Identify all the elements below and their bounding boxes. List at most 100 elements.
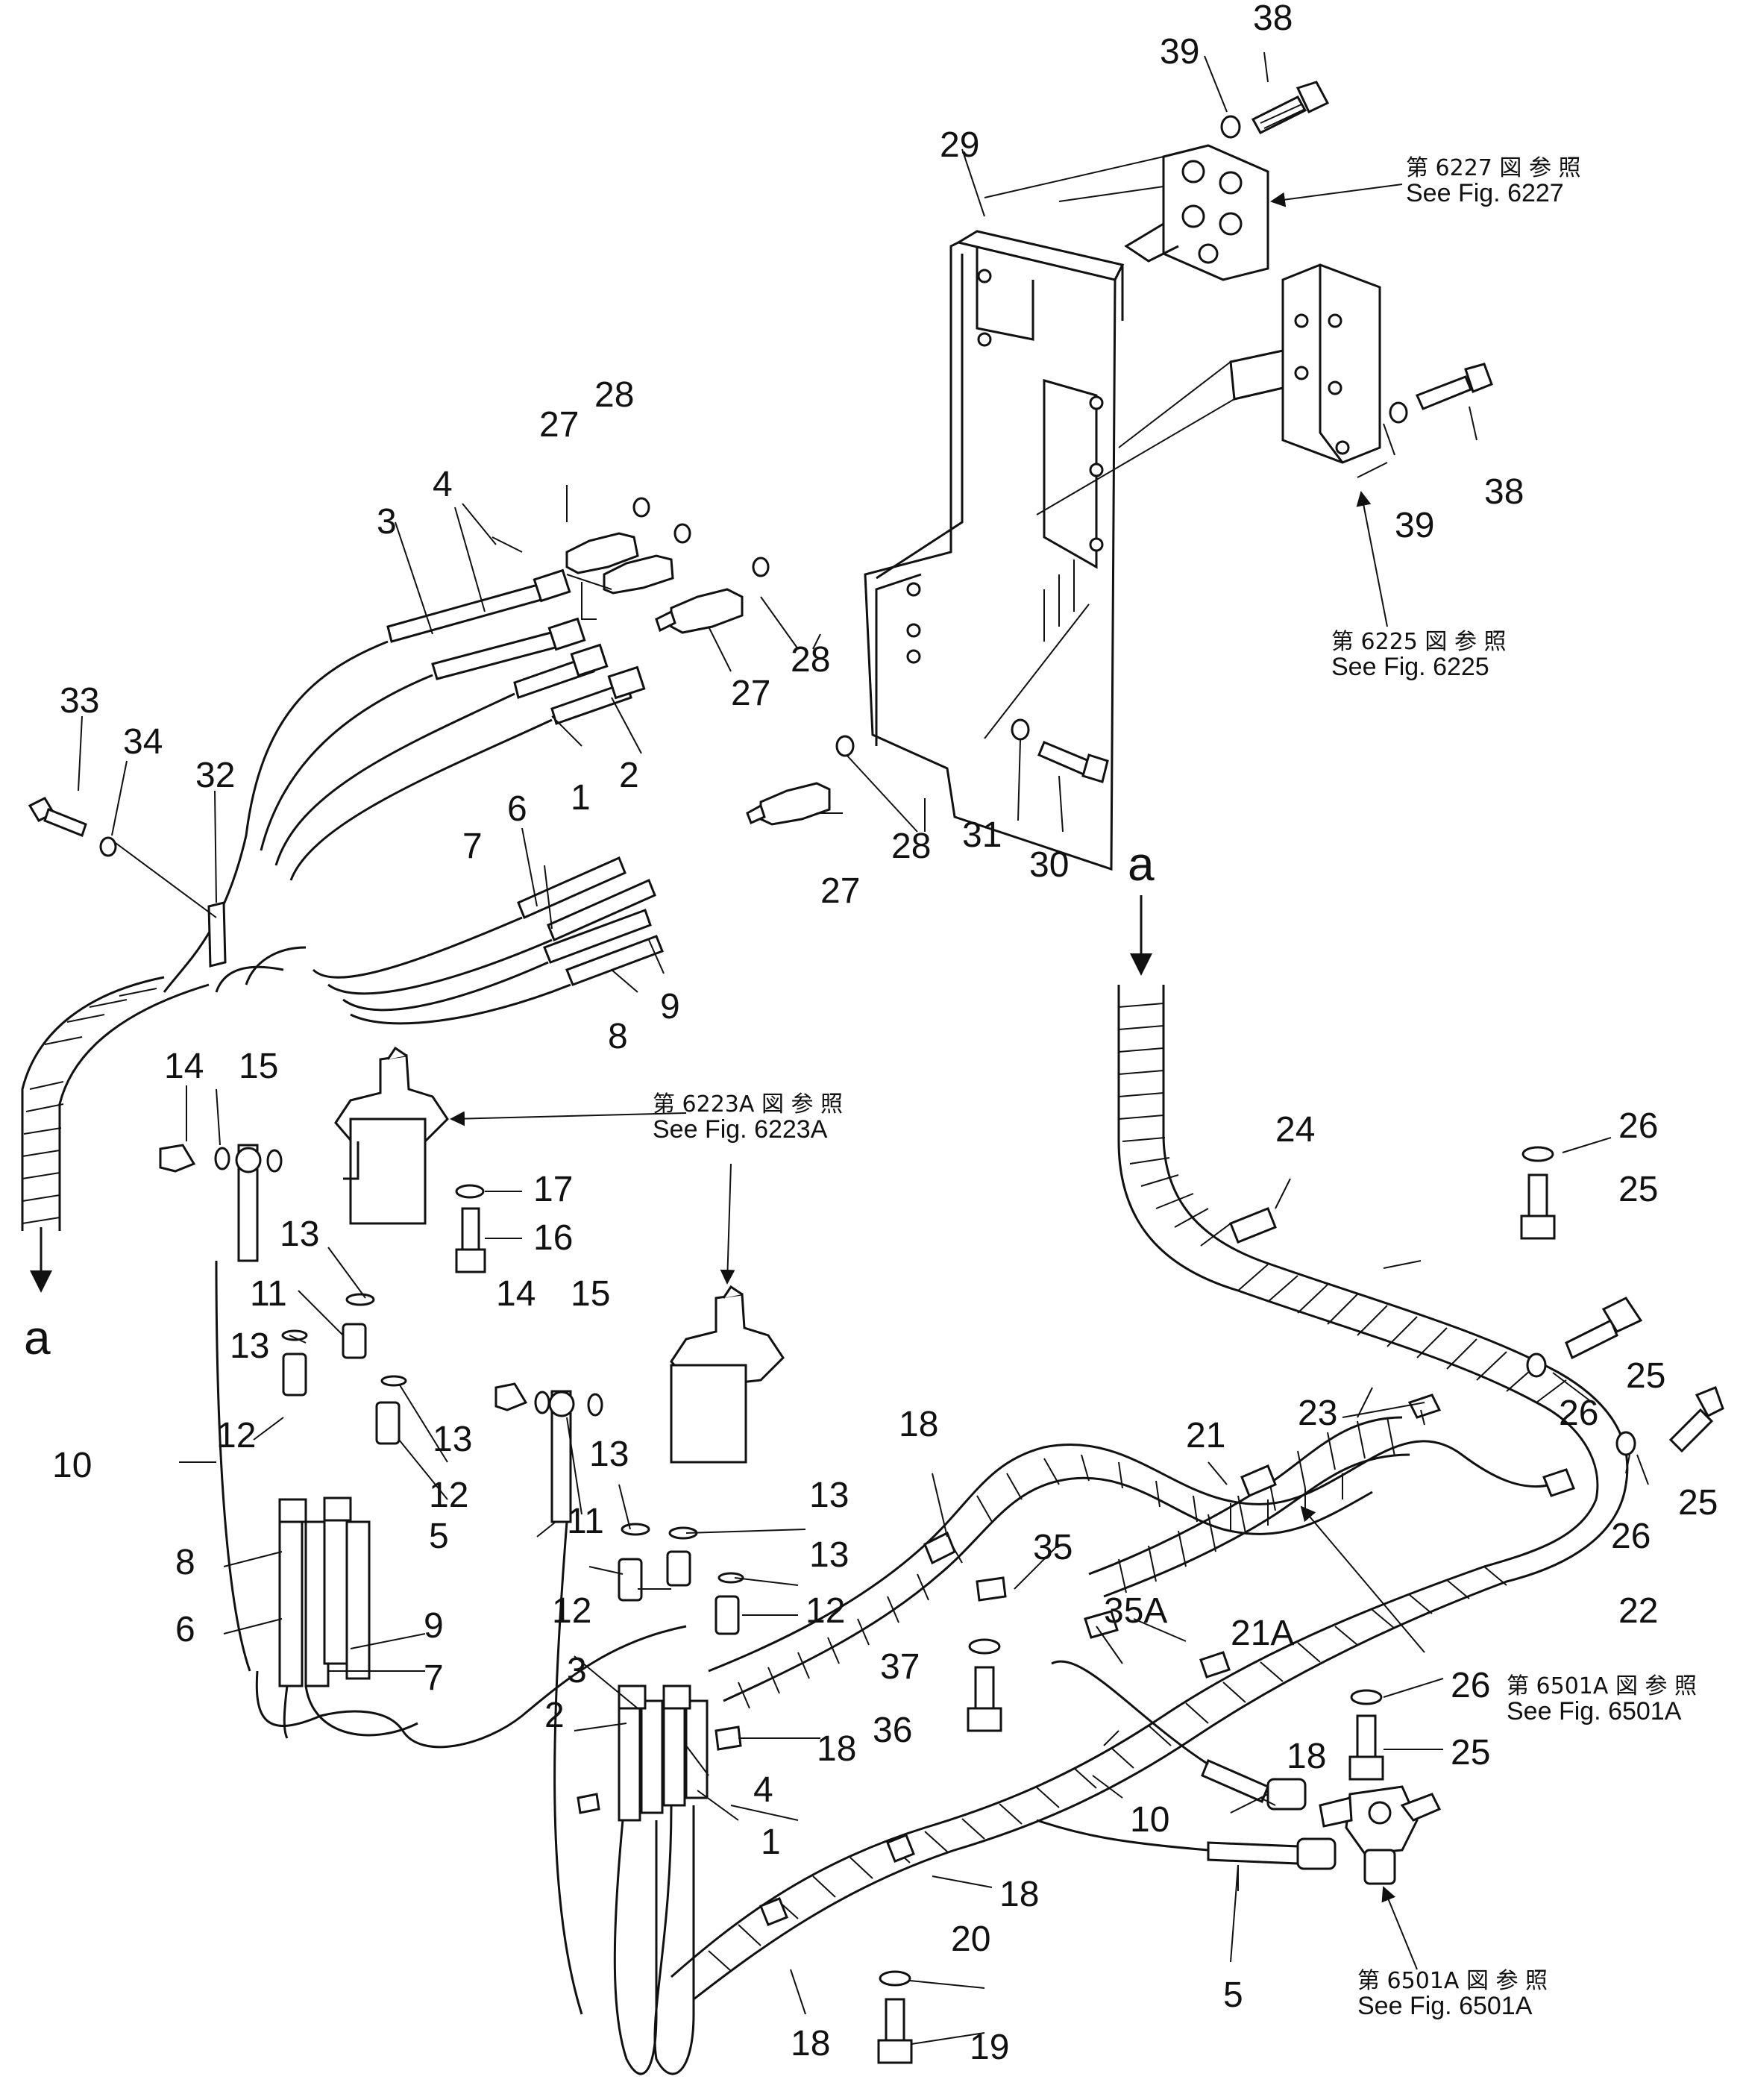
label-28-c: 28 [891,827,931,866]
label-12-d: 12 [805,1591,845,1631]
label-9-left: 9 [424,1606,444,1646]
label-13-d: 13 [589,1435,629,1474]
label-22: 22 [1618,1591,1658,1631]
label-2-mid: 2 [544,1696,565,1735]
label-15-left: 15 [239,1047,278,1086]
label-18-b: 18 [899,1405,938,1444]
label-35A: 35A [1104,1591,1167,1631]
elbows-left [281,1293,407,1445]
label-13-b: 13 [230,1326,269,1366]
label-a-left: a [24,1311,51,1364]
washer-20 [879,1970,911,1987]
hose-ends-6-9 [517,856,664,986]
label-10-mid: 10 [1130,1800,1169,1840]
label-9-top: 9 [660,987,680,1027]
label-31: 31 [962,815,1002,855]
washer-37 [968,1638,1001,1655]
ref-6501a-mid-jp: 第 6501A 図 参 照 [1507,1673,1697,1699]
ref-6501a-bottom-en: See Fig. 6501A [1357,1992,1533,2020]
label-18-a: 18 [817,1729,856,1769]
label-27-a: 27 [539,405,579,445]
label-33: 33 [60,681,99,721]
washer-26-a [1521,1146,1554,1162]
label-24: 24 [1275,1110,1315,1150]
ppc-valve-left [334,1046,449,1225]
label-18-c: 18 [1287,1737,1326,1776]
o-ring-28-a [632,497,650,518]
label-13-a: 13 [280,1214,319,1254]
label-23: 23 [1298,1394,1337,1433]
label-26-d: 26 [1451,1666,1490,1705]
label-7-top: 7 [462,827,483,866]
right-wrapped-harness [670,985,1629,2001]
label-13-f: 13 [809,1535,849,1575]
label-20: 20 [951,1919,990,1959]
label-27-b: 27 [731,674,770,713]
label-16: 16 [533,1218,573,1258]
label-12-b: 12 [429,1476,468,1515]
ppc-valve-mid [670,1285,785,1464]
label-8-top: 8 [608,1017,628,1056]
label-6-top: 6 [507,789,527,829]
bolt-38-top [1251,81,1330,134]
washer-39-top [1220,115,1241,139]
label-13-e: 13 [809,1476,849,1515]
label-12-c: 12 [552,1591,591,1631]
label-36: 36 [873,1711,912,1750]
label-39-top: 39 [1160,32,1199,72]
ref-6227-jp: 第 6227 図 参 照 [1406,155,1581,181]
label-25-c: 25 [1678,1483,1718,1523]
label-18-e: 18 [791,2024,830,2063]
label-5-mid: 5 [429,1517,449,1556]
label-8-left: 8 [175,1543,195,1582]
label-39-right: 39 [1395,506,1434,545]
bolt-25-d [1348,1714,1384,1781]
label-26-c: 26 [1611,1517,1651,1556]
valve-block-6227 [984,144,1269,281]
ref-6225-en: See Fig. 6225 [1331,653,1489,681]
label-34: 34 [123,722,163,762]
label-10-left: 10 [52,1446,92,1485]
label-5-bottom: 5 [1223,1975,1243,2015]
label-1-top: 1 [571,778,591,818]
label-4-mid: 4 [753,1770,773,1810]
label-a-top: a [1128,837,1155,891]
label-25-a: 25 [1618,1170,1658,1209]
fitting-27-upper-a [565,532,674,595]
label-21A: 21A [1231,1614,1294,1653]
washer-39-right [1389,401,1408,424]
bolt-36 [967,1666,1002,1732]
washer-17 [455,1184,485,1199]
label-2-top: 2 [619,756,639,795]
label-15-mid: 15 [571,1274,610,1314]
upper-hose-bundle [163,640,571,1025]
label-26-b: 26 [1559,1394,1598,1433]
label-18-d: 18 [999,1875,1039,1914]
banjo-mid [494,1382,603,1523]
label-11-left: 11 [250,1274,287,1314]
washer-26-b [1526,1353,1547,1378]
ref-6223a-jp: 第 6223A 図 参 照 [653,1091,843,1118]
washer-26-c [1615,1431,1636,1456]
o-ring-28-b [673,523,691,544]
label-14-mid: 14 [496,1274,536,1314]
clamps [577,1207,1575,1926]
label-19: 19 [970,2028,1009,2067]
label-11-mid: 11 [567,1502,604,1541]
fitting-27-upper-b [655,588,744,634]
label-28-b: 28 [791,640,830,680]
hose-10-end [1051,1660,1307,1811]
o-ring-28-c [752,557,770,577]
ref-6501a-mid-en: See Fig. 6501A [1507,1697,1682,1726]
washer-26-d [1350,1689,1383,1705]
hose-ends-1-4 [386,568,646,725]
hose-5-end [1036,1819,1337,1870]
label-25-d: 25 [1451,1733,1490,1773]
label-27-c: 27 [820,871,860,911]
bolt-25-a [1520,1173,1556,1240]
bolt-30 [1037,741,1109,783]
valve-block-6225 [1036,263,1381,515]
label-26-a: 26 [1618,1106,1658,1146]
